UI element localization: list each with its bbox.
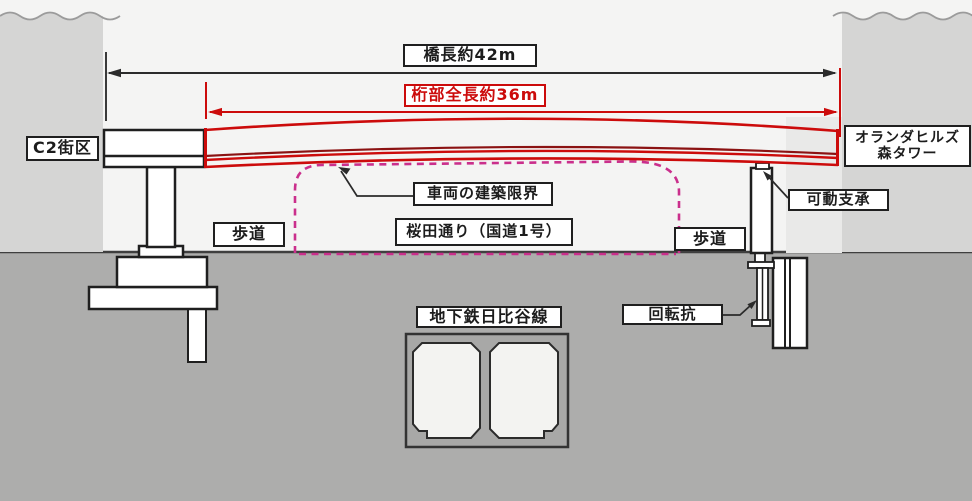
right-column (749, 166, 774, 255)
arrowhead-icon (338, 167, 351, 175)
holland-hills-tower-label: オランダヒルズ 森タワー (844, 125, 971, 167)
pile-leader (723, 304, 752, 316)
break-wave-right-icon (832, 11, 972, 21)
pile-flange-lower (751, 319, 771, 327)
vehicle-clearance-label: 車両の建築限界 (413, 182, 553, 206)
tunnel-tube-left (412, 342, 481, 439)
arrowhead-icon (747, 300, 757, 309)
left-pile (187, 308, 207, 363)
arrowhead-icon (763, 171, 773, 181)
sidewalk-right-label: 歩道 (674, 227, 746, 251)
left-footing (115, 255, 209, 289)
arrow-right-icon (824, 107, 838, 117)
sakurada-street-label: 桜田通り（国道1号） (395, 218, 573, 246)
left-pier (87, 128, 219, 363)
arrow-left-icon (107, 68, 121, 78)
bridge-length-label: 橋長約42m (403, 44, 537, 67)
bridge-length-dimension (105, 52, 837, 121)
left-column (145, 165, 177, 249)
girder-length-label: 桁部全長約36m (404, 84, 546, 107)
subway-hibiya-line-label: 地下鉄日比谷線 (416, 306, 562, 328)
girder-length-dimension (205, 68, 841, 137)
bridge-girder (204, 117, 839, 169)
sidewalk-left-label: 歩道 (213, 222, 285, 247)
left-building-wall (0, 11, 121, 252)
tunnel-tube-right (489, 342, 559, 439)
right-pier (747, 162, 809, 350)
movable-bearing-shape (755, 162, 770, 170)
rotary-pile-label: 回転抗 (622, 304, 723, 325)
subway-tunnel (404, 332, 570, 449)
right-plaza-step (786, 117, 842, 253)
tower-label-line2: 森タワー (877, 146, 938, 162)
abutment-deck (102, 128, 206, 169)
clearance-leader (340, 170, 413, 197)
tower-label-line1: オランダヒルズ (855, 129, 960, 146)
c2-block-label: C2街区 (26, 136, 99, 161)
leader-arrows (338, 167, 789, 316)
vehicle-clearance-outline (293, 160, 681, 256)
left-foundation-slab (87, 285, 219, 311)
movable-bearing-label: 可動支承 (788, 189, 889, 211)
arrow-right-icon (823, 68, 837, 78)
arrow-left-icon (208, 107, 222, 117)
break-wave-left-icon (0, 11, 121, 21)
